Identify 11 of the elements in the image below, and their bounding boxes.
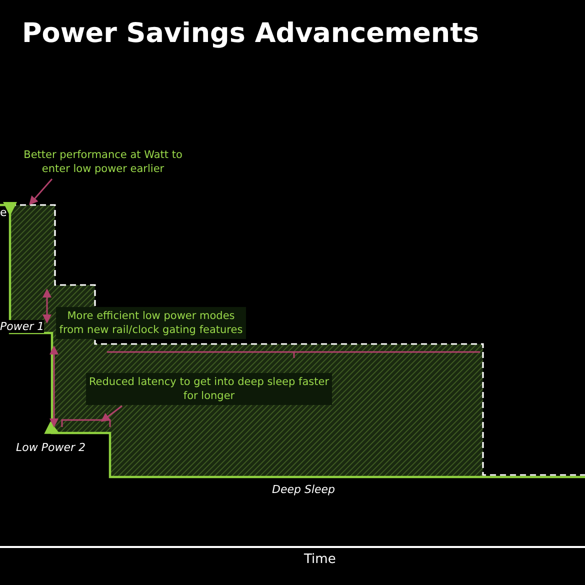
title: Power Savings Advancements bbox=[22, 18, 480, 49]
state-label: e bbox=[0, 206, 7, 219]
leader-line bbox=[100, 405, 122, 422]
annotation-text: Reduced latency to get into deep sleep faster for longer bbox=[86, 373, 332, 405]
annotation-text: Better performance at Watt to enter low power earlier bbox=[8, 146, 198, 178]
state-label: Power 1 bbox=[0, 320, 44, 333]
state-label: Deep Sleep bbox=[272, 483, 336, 496]
axis-label: Time bbox=[304, 552, 336, 567]
annotation-text: More efficient low power modes from new rail/clock gating features bbox=[56, 307, 246, 339]
state-label: Low Power 2 bbox=[16, 441, 86, 454]
leader-line bbox=[29, 178, 53, 206]
